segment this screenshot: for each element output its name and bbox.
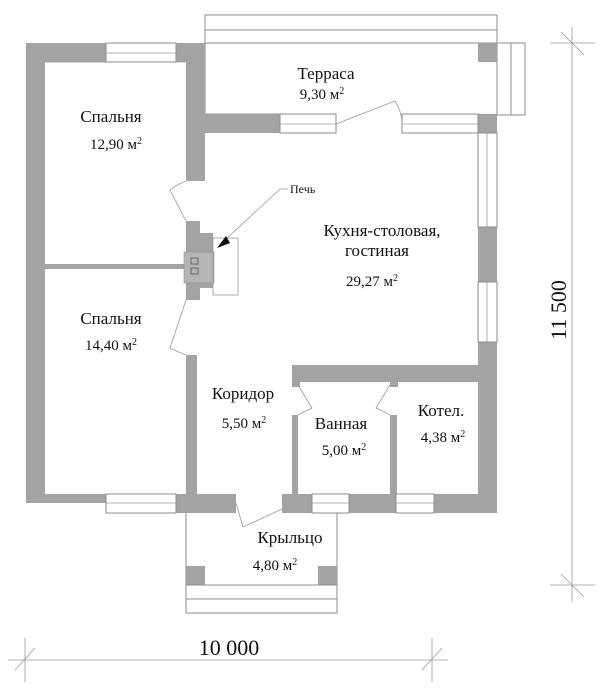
stove-flue-icon bbox=[190, 267, 199, 275]
terrace-post bbox=[478, 43, 497, 62]
door-bedroom1 bbox=[169, 180, 187, 222]
window-kitchen-right-top bbox=[477, 132, 498, 228]
window-bedroom1 bbox=[105, 42, 177, 63]
porch-post bbox=[318, 566, 337, 585]
door-bedroom2 bbox=[169, 299, 187, 356]
dimension-lines bbox=[8, 27, 595, 682]
stove-body bbox=[183, 251, 215, 284]
room-area-porch: 4,80 м2 bbox=[253, 557, 298, 575]
room-name-porch: Крыльцо bbox=[257, 528, 322, 547]
window-bedroom2 bbox=[105, 493, 177, 514]
walls bbox=[26, 43, 497, 513]
terrace-step bbox=[204, 29, 498, 44]
terrace-side-step-outer bbox=[510, 42, 526, 116]
terrace-side-step bbox=[496, 42, 512, 116]
arrow-icon bbox=[217, 236, 230, 248]
door-boiler bbox=[375, 384, 391, 416]
terrace-step-top bbox=[204, 14, 498, 31]
porch-structure bbox=[185, 513, 338, 614]
window-kitchen-terrace-right bbox=[401, 113, 479, 134]
room-name-terrace: Терраса bbox=[297, 64, 355, 83]
room-area-bathroom: 5,00 м2 bbox=[322, 442, 367, 460]
window-kitchen-terrace-left bbox=[279, 113, 337, 134]
room-name-bathroom: Ванная bbox=[315, 414, 368, 433]
room-name-kitchen-line2: гостиная bbox=[345, 241, 409, 260]
dimension-width: 10 000 bbox=[199, 635, 260, 660]
porch-post bbox=[186, 566, 205, 585]
room-area-boiler: 4,38 м2 bbox=[421, 429, 466, 447]
doors bbox=[169, 100, 403, 528]
room-name-kitchen-line1: Кухня-столовая, bbox=[323, 221, 440, 240]
room-area-bedroom1: 12,90 м2 bbox=[90, 136, 142, 154]
window-boiler bbox=[395, 493, 435, 514]
dimension-height: 11 500 bbox=[546, 280, 571, 340]
room-name-bedroom2: Спальня bbox=[80, 309, 141, 328]
door-porch bbox=[235, 502, 283, 528]
stove-label: Печь bbox=[290, 182, 316, 196]
stove-flue-icon bbox=[190, 257, 199, 265]
door-bathroom bbox=[297, 384, 313, 416]
room-name-boiler: Котел. bbox=[418, 401, 464, 420]
labels: Терраса 9,30 м2 Спальня 12,90 м2 Кухня-с… bbox=[80, 64, 571, 660]
room-area-kitchen: 29,27 м2 bbox=[346, 273, 398, 291]
windows bbox=[105, 42, 498, 514]
door-terrace bbox=[335, 100, 403, 125]
room-area-terrace: 9,30 м2 bbox=[300, 86, 345, 104]
stove-area-outline bbox=[212, 237, 239, 296]
window-kitchen-right-bottom bbox=[477, 281, 498, 343]
room-name-bedroom1: Спальня bbox=[80, 107, 141, 126]
room-name-corridor: Коридор bbox=[212, 384, 274, 403]
room-area-bedroom2: 14,40 м2 bbox=[85, 337, 137, 355]
room-area-corridor: 5,50 м2 bbox=[222, 415, 267, 433]
window-bathroom bbox=[311, 493, 350, 514]
stove-leader bbox=[217, 188, 288, 248]
